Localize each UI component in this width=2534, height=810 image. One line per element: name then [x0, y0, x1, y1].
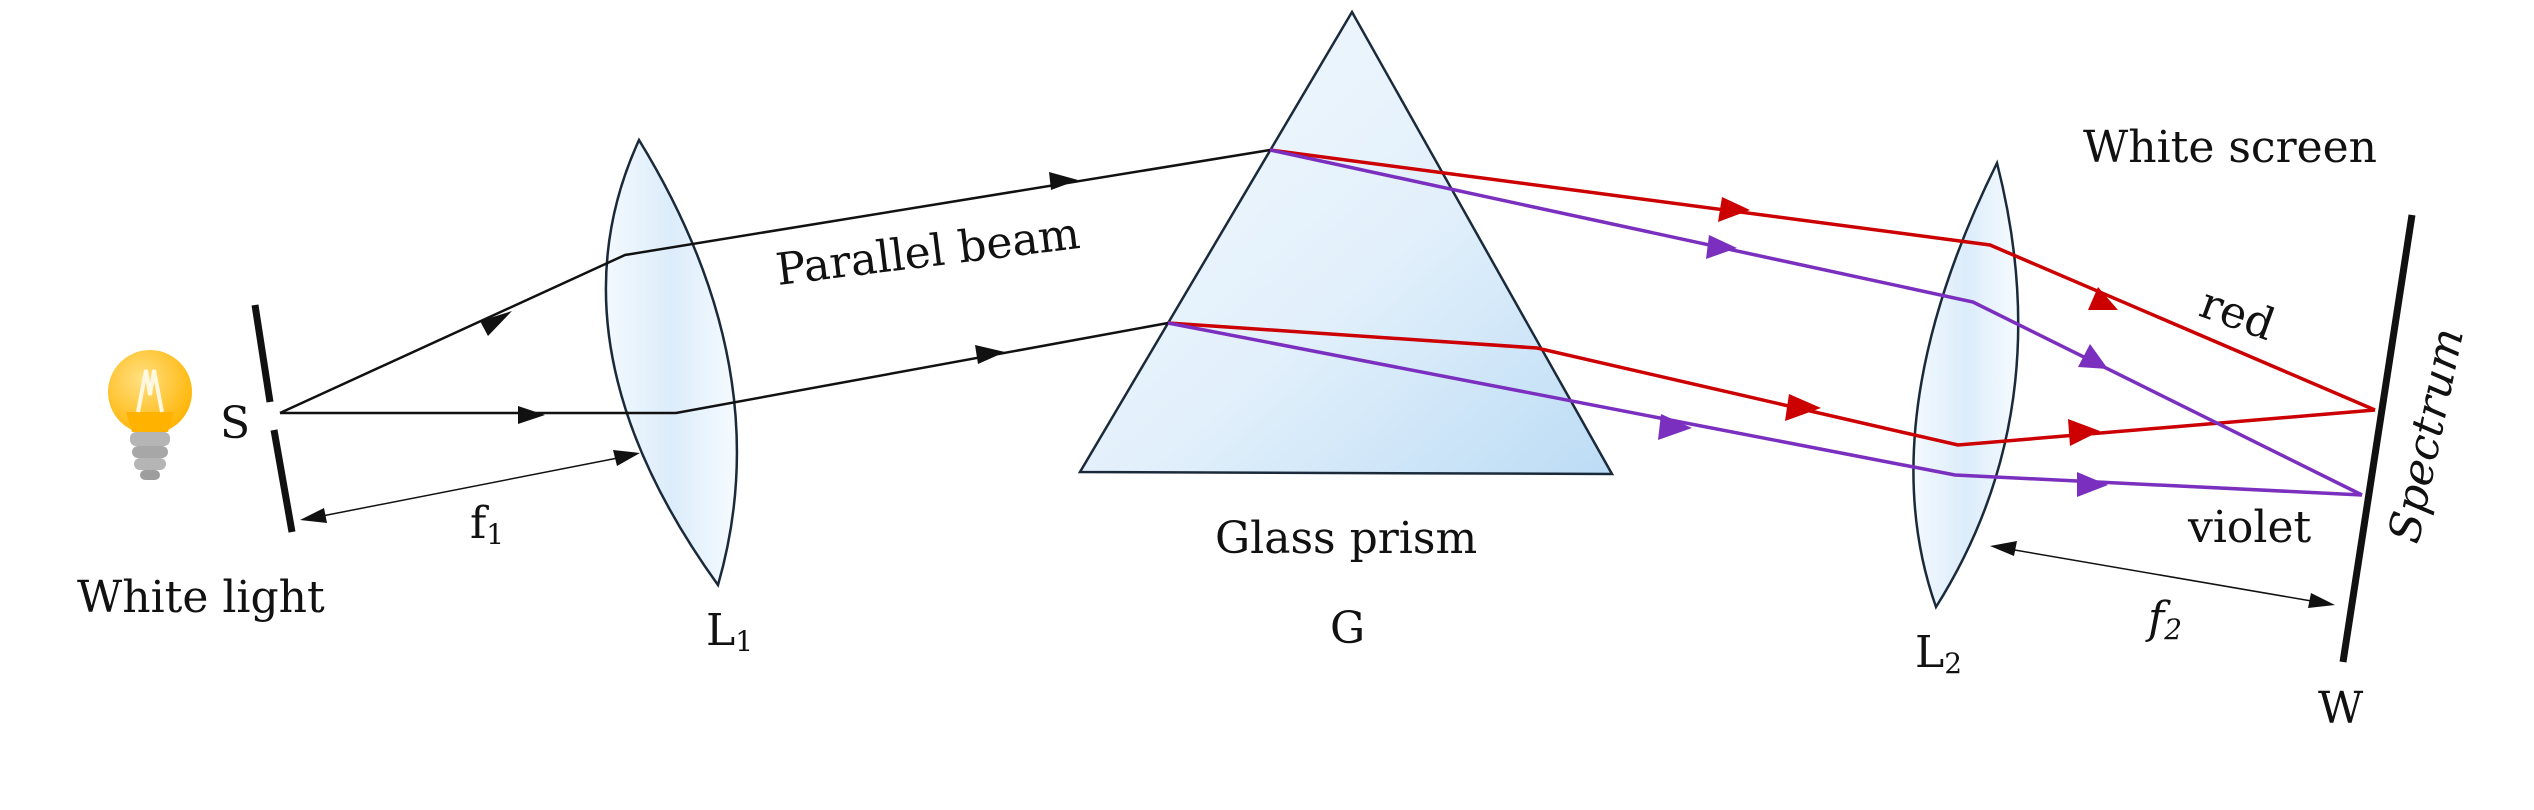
light-bulb-icon	[108, 350, 192, 480]
white-screen-label: White screen	[2083, 122, 2377, 173]
violet-label: violet	[2187, 502, 2312, 553]
white-light-label: White light	[77, 572, 325, 623]
lens-l1-label: L1	[706, 605, 753, 658]
glass-prism	[1077, 9, 1615, 476]
incident-rays	[279, 148, 1271, 415]
lens-l1	[604, 137, 739, 588]
black-arrowheads	[480, 172, 1078, 424]
lens-l2-label: L2	[1915, 627, 1962, 680]
focal-length-f1-arrow	[300, 450, 640, 523]
red-label: red	[2193, 277, 2281, 351]
white-screen	[2339, 214, 2416, 663]
slit-label: S	[220, 398, 250, 449]
red-rays	[1167, 148, 2376, 447]
lens-l2-subscript: 2	[1944, 647, 1962, 680]
violet-arrowheads	[1658, 235, 2108, 497]
focal-length-f2-arrow	[1990, 541, 2335, 608]
focal-f1-letter: f	[470, 498, 489, 549]
focal-f2-label: f2	[2145, 593, 2182, 646]
violet-rays	[1167, 148, 2363, 497]
lens-l1-letter: L	[706, 605, 735, 656]
screen-letter-label: W	[2318, 683, 2364, 734]
focal-f1-label: f1	[470, 498, 504, 551]
lens-l2-letter: L	[1915, 627, 1944, 678]
focal-f1-subscript: 1	[486, 518, 504, 551]
slit	[251, 304, 296, 533]
lens-l1-subscript: 1	[735, 625, 753, 658]
lens-l2	[1912, 159, 2020, 610]
focal-f2-subscript: 2	[2163, 613, 2182, 646]
prism-letter-label: G	[1330, 603, 1365, 654]
glass-prism-label: Glass prism	[1215, 513, 1477, 564]
parallel-beam-label: Parallel beam	[773, 208, 1082, 296]
red-arrowheads	[1718, 197, 2118, 446]
